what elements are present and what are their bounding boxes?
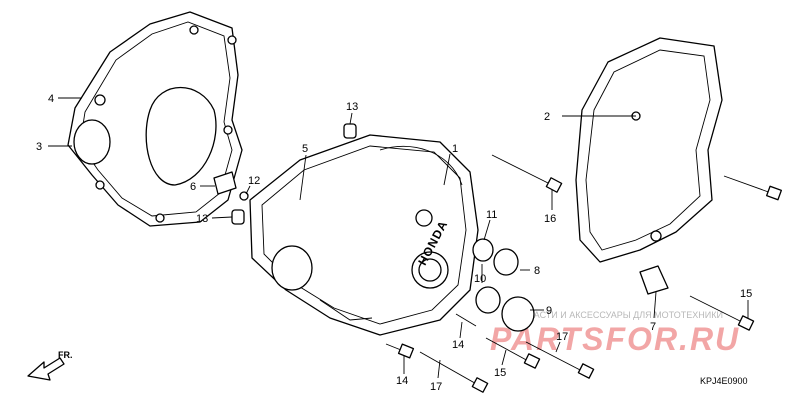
callout-16: 16 bbox=[544, 213, 556, 225]
bolts bbox=[385, 154, 782, 393]
sprocket-cover bbox=[575, 37, 723, 263]
callout-13-upper: 13 bbox=[346, 101, 358, 113]
leader-lines bbox=[48, 97, 749, 379]
callout-4: 4 bbox=[48, 93, 54, 105]
callout-9: 9 bbox=[546, 305, 552, 317]
callout-11: 11 bbox=[486, 209, 497, 221]
front-arrow-icon bbox=[27, 357, 65, 381]
callout-13-lower: 13 bbox=[196, 213, 208, 225]
timing-hole-cap bbox=[493, 248, 519, 276]
callout-17-upper: 17 bbox=[556, 331, 568, 343]
callout-7: 7 bbox=[650, 321, 656, 333]
callout-2: 2 bbox=[544, 111, 550, 123]
gasket bbox=[67, 11, 243, 227]
dowel-pin-upper bbox=[343, 123, 357, 139]
o-ring-upper bbox=[472, 238, 494, 262]
clamp-bracket bbox=[639, 265, 669, 295]
diagram-code: KPJ4E0900 bbox=[700, 376, 748, 386]
watermark-site: PARTSFOR.RU bbox=[490, 321, 740, 357]
callout-8: 8 bbox=[534, 265, 540, 277]
watermark: PARTSFOR.RU ЗАПЧАСТИ И АКСЕССУАРЫ ДЛЯ МО… bbox=[490, 310, 740, 357]
callout-15-lower: 15 bbox=[494, 367, 506, 379]
callout-15-right: 15 bbox=[740, 288, 752, 300]
bracket bbox=[213, 171, 249, 201]
callout-14-left: 14 bbox=[396, 375, 408, 387]
front-arrow-label: FR. bbox=[58, 350, 73, 360]
callout-1: 1 bbox=[452, 143, 458, 155]
callout-17-lower: 17 bbox=[430, 381, 442, 393]
callout-3: 3 bbox=[36, 141, 42, 153]
callouts: 1 2 3 4 5 6 7 8 9 10 11 12 13 13 14 14 1… bbox=[36, 93, 752, 393]
callout-14-right: 14 bbox=[452, 339, 464, 351]
callout-12: 12 bbox=[248, 175, 260, 187]
front-arrow: FR. bbox=[27, 350, 73, 381]
callout-5: 5 bbox=[302, 143, 308, 155]
callout-10: 10 bbox=[474, 273, 486, 285]
crankshaft-hole-cap bbox=[501, 296, 535, 332]
callout-6: 6 bbox=[190, 181, 196, 193]
dowel-pin-lower bbox=[231, 209, 245, 225]
left-crankcase-cover: HONDA bbox=[249, 134, 479, 336]
o-ring-lower bbox=[475, 286, 501, 314]
watermark-tagline: ЗАПЧАСТИ И АКСЕССУАРЫ ДЛЯ МОТОТЕХНИКИ bbox=[510, 310, 723, 320]
